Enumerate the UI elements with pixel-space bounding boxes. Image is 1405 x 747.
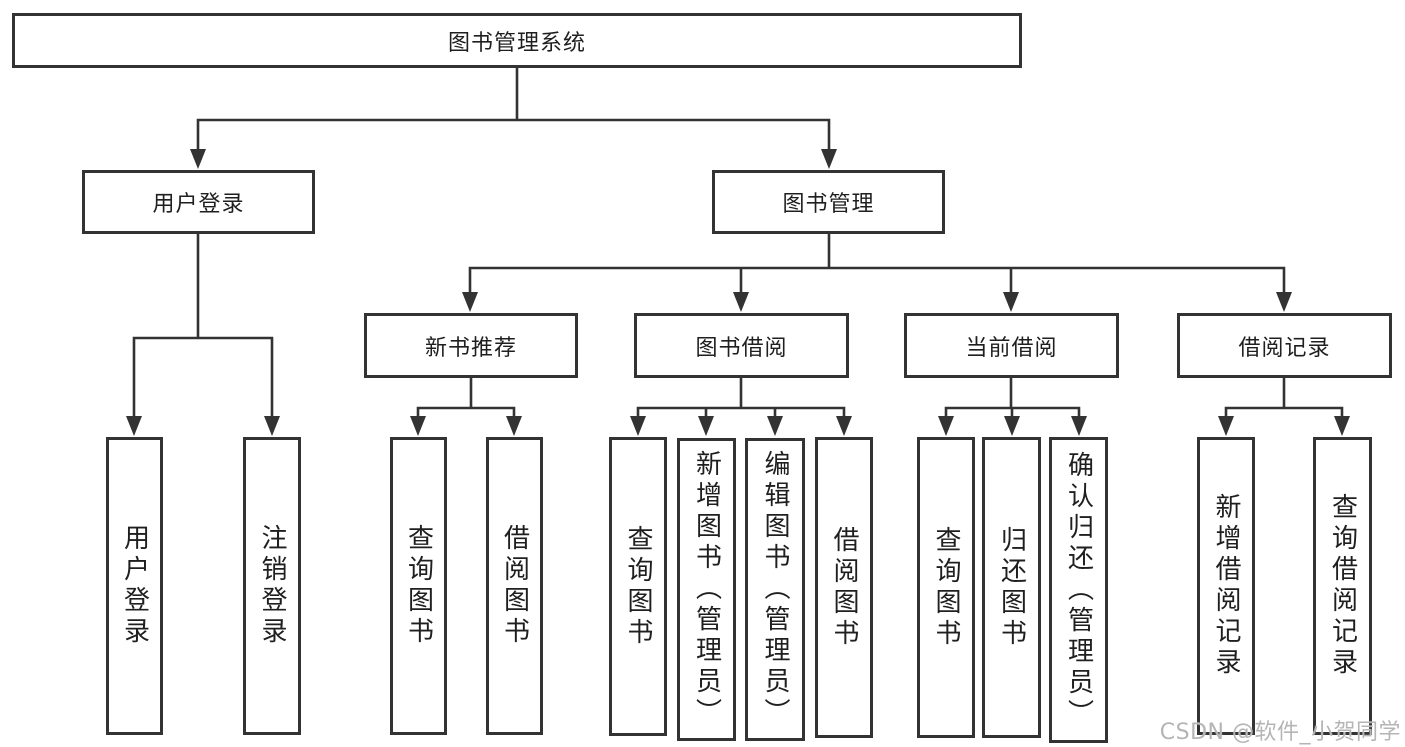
node-leaf-logout-label: 注销登录 bbox=[257, 524, 287, 648]
node-borrow-records-label: 借阅记录 bbox=[1238, 335, 1331, 361]
node-book-borrow: 图书借阅 bbox=[634, 313, 849, 378]
node-leaf-bb-borrow-books-label: 借阅图书 bbox=[829, 525, 859, 650]
branch-borrow-records-lines bbox=[1224, 376, 1344, 422]
branch-new-book-rec-lines bbox=[416, 376, 516, 422]
branch-book-borrow-arrowheads bbox=[630, 416, 852, 436]
node-leaf-cb-confirm-return-admin-label: 确认归还（管理员） bbox=[1063, 450, 1094, 730]
node-current-borrow-label: 当前借阅 bbox=[965, 335, 1058, 361]
node-leaf-bb-edit-books-admin-label: 编辑图书（管理员） bbox=[760, 450, 790, 729]
node-current-borrow: 当前借阅 bbox=[904, 313, 1119, 378]
node-book-management-label: 图书管理 bbox=[782, 192, 875, 217]
node-leaf-br-query-record: 查询借阅记录 bbox=[1313, 437, 1372, 735]
node-leaf-bb-add-books-admin: 新增图书（管理员） bbox=[677, 438, 736, 741]
node-book-borrow-label: 图书借阅 bbox=[695, 335, 788, 361]
connector-lines bbox=[132, 66, 1344, 422]
branch-new-book-rec-arrowheads bbox=[410, 416, 522, 436]
branch-user-login-arrowheads bbox=[126, 416, 280, 436]
node-book-management: 图书管理 bbox=[712, 170, 945, 234]
node-leaf-cb-query-books-label: 查询图书 bbox=[931, 525, 961, 650]
node-leaf-cb-return-books-label: 归还图书 bbox=[996, 525, 1027, 650]
node-user-login: 用户登录 bbox=[82, 170, 315, 234]
branch-book-mgmt-lines bbox=[468, 232, 1286, 299]
node-leaf-bb-edit-books-admin: 编辑图书（管理员） bbox=[745, 438, 805, 741]
node-leaf-user-login-label: 用户登录 bbox=[119, 524, 150, 648]
node-leaf-user-login: 用户登录 bbox=[106, 437, 163, 735]
node-root: 图书管理系统 bbox=[12, 13, 1022, 68]
node-leaf-cb-confirm-return-admin: 确认归还（管理员） bbox=[1049, 437, 1108, 743]
node-new-book-recommend: 新书推荐 bbox=[364, 313, 578, 378]
node-leaf-br-add-record-label: 新增借阅记录 bbox=[1211, 493, 1241, 679]
node-leaf-nbr-query-books-label: 查询图书 bbox=[403, 524, 434, 648]
branch-user-login-lines bbox=[132, 232, 274, 422]
node-leaf-nbr-query-books: 查询图书 bbox=[390, 437, 447, 735]
node-leaf-bb-add-books-admin-label: 新增图书（管理员） bbox=[691, 450, 722, 729]
csdn-watermark: CSDN @软件_小贺同学 bbox=[1159, 720, 1401, 745]
node-user-login-label: 用户登录 bbox=[152, 192, 245, 217]
node-new-book-recommend-label: 新书推荐 bbox=[424, 335, 517, 361]
node-leaf-logout: 注销登录 bbox=[243, 437, 301, 735]
branch-root-arrowheads bbox=[190, 149, 837, 169]
node-leaf-nbr-borrow-books: 借阅图书 bbox=[486, 437, 543, 735]
branch-root-lines bbox=[196, 66, 831, 155]
node-borrow-records: 借阅记录 bbox=[1177, 313, 1392, 378]
branch-current-borrow-arrowheads bbox=[938, 416, 1087, 436]
node-leaf-br-query-record-label: 查询借阅记录 bbox=[1327, 493, 1358, 679]
node-leaf-nbr-borrow-books-label: 借阅图书 bbox=[499, 524, 530, 648]
node-leaf-cb-query-books: 查询图书 bbox=[917, 437, 975, 738]
node-leaf-bb-query-books-label: 查询图书 bbox=[623, 524, 653, 649]
node-root-label: 图书管理系统 bbox=[447, 30, 586, 56]
branch-borrow-records-arrowheads bbox=[1218, 416, 1350, 436]
branch-current-borrow-lines bbox=[944, 376, 1081, 422]
node-leaf-br-add-record: 新增借阅记录 bbox=[1197, 437, 1255, 735]
node-leaf-cb-return-books: 归还图书 bbox=[982, 437, 1041, 738]
node-leaf-bb-borrow-books: 借阅图书 bbox=[815, 437, 873, 738]
node-leaf-bb-query-books: 查询图书 bbox=[609, 437, 667, 736]
branch-book-mgmt-arrowheads bbox=[462, 292, 1292, 312]
branch-book-borrow-lines bbox=[636, 376, 846, 422]
arrowheads bbox=[126, 149, 1350, 436]
